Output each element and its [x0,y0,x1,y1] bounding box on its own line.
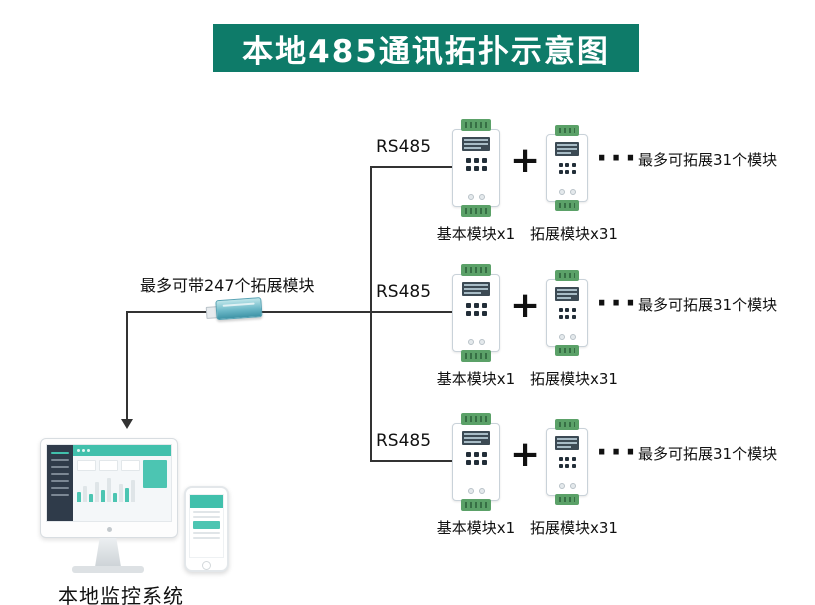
terminal-block-icon [461,499,491,511]
expansion-note: 最多可拓展31个模块 [638,151,778,169]
base-module-caption: 基本模块x1 [436,519,516,537]
base-module-icon [452,264,500,362]
mobile-phone-icon [184,486,229,572]
terminal-block-icon [555,270,579,281]
expansion-module-caption: 拓展模块x31 [530,225,618,243]
module-label-sticker [462,137,490,151]
module-body [452,423,500,501]
bus-capacity-label: 最多可带247个拓展模块 [140,276,315,295]
expansion-note: 最多可拓展31个模块 [638,296,778,314]
branch-line-3 [370,460,454,462]
dashboard-header [73,445,171,456]
module-body [546,428,588,496]
terminal-block-icon [555,200,579,211]
dip-switch-icon [558,163,576,174]
branch-line-2 [370,311,454,313]
converter-body [215,297,263,321]
mount-holes [558,483,576,489]
terminal-block-icon [555,345,579,356]
plus-icon: + [510,140,541,181]
ellipsis-icon: ··· [596,435,640,470]
module-label-sticker [555,436,579,450]
terminal-block-icon [461,413,491,425]
module-body [546,279,588,347]
trunk-line [370,166,372,462]
phone-home-button [202,561,211,570]
drop-line [126,311,128,421]
expansion-module-icon [546,125,588,211]
module-label-sticker [462,282,490,296]
dashboard-cards [73,456,171,490]
module-row-2: RS485 + ··· 最多可拓展31个模块 基本模块x1 拓展模块x31 [374,264,814,394]
dip-switch-icon [465,158,487,171]
arrow-down-icon [121,419,133,429]
ellipsis-icon: ··· [596,286,640,321]
base-module-icon [452,413,500,511]
mount-holes [558,334,576,340]
branch-line-1 [370,166,454,168]
dip-switch-icon [558,457,576,468]
mount-holes [467,488,485,494]
base-module-caption: 基本模块x1 [436,370,516,388]
mount-holes [558,189,576,195]
module-body [452,274,500,352]
terminal-block-icon [461,205,491,217]
expansion-note: 最多可拓展31个模块 [638,445,778,463]
module-body [546,134,588,202]
dashboard-bar-chart [73,476,151,502]
monitor-bezel [46,522,172,537]
monitor-base [72,566,144,573]
dashboard-screen [46,444,172,522]
dip-switch-icon [558,308,576,319]
dip-switch-icon [465,303,487,316]
expansion-module-caption: 拓展模块x31 [530,519,618,537]
mount-holes [467,339,485,345]
terminal-block-icon [555,494,579,505]
mount-holes [467,194,485,200]
terminal-block-icon [461,264,491,276]
module-body [452,129,500,207]
rs485-label: RS485 [376,282,432,302]
expansion-module-icon [546,270,588,356]
rs485-label: RS485 [376,137,432,157]
page-title: 本地485通讯拓扑示意图 [242,33,610,70]
plus-icon: + [510,434,541,475]
monitoring-system-label: 本地监控系统 [58,584,184,605]
module-label-sticker [555,287,579,301]
base-module-caption: 基本模块x1 [436,225,516,243]
rs485-label: RS485 [376,431,432,451]
plus-icon: + [510,285,541,326]
brand-logo-icon [106,527,112,532]
terminal-block-icon [555,125,579,136]
desktop-monitor-icon [40,438,178,538]
phone-app-content [190,508,223,557]
dashboard-sidebar [47,445,73,521]
module-label-sticker [555,142,579,156]
terminal-block-icon [461,350,491,362]
base-module-icon [452,119,500,217]
ellipsis-icon: ··· [596,141,640,176]
phone-screen [189,494,224,558]
dip-switch-icon [465,452,487,465]
module-label-sticker [462,431,490,445]
phone-app-header [190,495,223,508]
module-row-1: RS485 + ··· 最多可拓展31个模块 基本模块x1 拓展模块x31 [374,119,814,249]
expansion-module-caption: 拓展模块x31 [530,370,618,388]
module-row-3: RS485 + ··· 最多可拓展31个模块 基本模块x1 拓展模块x31 [374,413,814,543]
usb-rs485-converter-icon [205,295,263,325]
terminal-block-icon [461,119,491,131]
monitor-stand [95,538,121,567]
title-banner: 本地485通讯拓扑示意图 [213,24,639,72]
expansion-module-icon [546,419,588,505]
terminal-block-icon [555,419,579,430]
dashboard-main [73,445,171,521]
